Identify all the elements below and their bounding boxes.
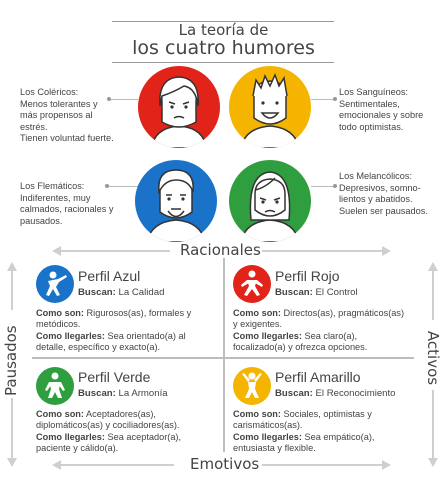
perfil-azul-title: Perfil Azul [78, 268, 141, 284]
bottom-axis-right [262, 464, 382, 466]
title-line-1: La teoría de [178, 21, 269, 39]
perfil-azul-body: Como son: Rigurosos(as), formales y metó… [36, 308, 192, 353]
flematicos-leader-dot [105, 184, 109, 188]
flematicos-description: Los Flemáticos: Indiferentes, muy calmad… [20, 181, 114, 226]
header-rule-top [112, 21, 334, 22]
perfil-rojo-title: Perfil Rojo [275, 268, 340, 284]
sanguineos-leader-dot [333, 97, 337, 101]
sanguineos-leader [311, 99, 335, 100]
perfil-rojo-seek: Buscan: El Control [275, 287, 358, 298]
perfil-rojo-body: Como son: Directos(as), pragmáticos(as) … [233, 308, 405, 353]
sanguineo-portrait-icon [229, 66, 311, 148]
left-axis-top [11, 270, 13, 310]
bottom-axis-left-arrowhead [52, 460, 61, 470]
right-axis-top [432, 270, 434, 320]
axis-label-pausados: Pausados [2, 325, 20, 396]
axis-label-emotivos: Emotivos [190, 455, 260, 473]
quadrant-divider-vertical [223, 258, 225, 452]
right-axis-down-arrowhead [428, 458, 438, 467]
perfil-amarillo-body: Como son: Sociales, optimistas y carismá… [233, 409, 375, 454]
colericos-leader-dot [107, 97, 111, 101]
perfil-rojo-icon [233, 265, 271, 303]
colericos-leader [110, 99, 138, 100]
axis-label-racionales: Racionales [180, 241, 261, 259]
perfil-amarillo-title: Perfil Amarillo [275, 369, 361, 385]
bottom-axis-right-arrowhead [382, 460, 391, 470]
right-axis-bottom [432, 390, 434, 458]
left-axis-down-arrowhead [7, 458, 17, 467]
flematicos-leader [108, 186, 138, 187]
top-axis-right [262, 250, 382, 252]
melancolicos-description: Los Melancólicos: Depresivos, somno- lie… [339, 171, 428, 216]
perfil-verde-title: Perfil Verde [78, 369, 151, 385]
top-axis-right-arrowhead [382, 246, 391, 256]
right-axis-up-arrowhead [428, 262, 438, 271]
sanguineos-description: Los Sanguíneos: Sentimentales, emocional… [339, 87, 424, 132]
perfil-amarillo-icon [233, 367, 271, 405]
flematico-portrait-icon [135, 160, 217, 242]
header-rule-bottom [112, 62, 334, 63]
axis-label-activos: Activos [424, 330, 442, 386]
top-axis-left-arrowhead [52, 246, 61, 256]
perfil-verde-icon [36, 367, 74, 405]
melancolicos-leader-dot [333, 184, 337, 188]
melancolicos-leader [311, 186, 335, 187]
melancolico-portrait-icon [229, 160, 311, 242]
left-axis-up-arrowhead [7, 262, 17, 271]
colerico-portrait-icon [138, 66, 220, 148]
top-axis-left [60, 250, 170, 252]
colericos-description: Los Coléricos: Menos tolerantes y más pr… [20, 87, 114, 144]
title-line-2: los cuatro humores [132, 37, 315, 59]
perfil-azul-seek: Buscan: La Calidad [78, 287, 165, 298]
perfil-verde-body: Como son: Aceptadores(as), diplomáticos(… [36, 409, 182, 454]
perfil-amarillo-seek: Buscan: El Reconocimiento [275, 388, 396, 399]
bottom-axis-left [60, 464, 174, 466]
perfil-azul-icon [36, 265, 74, 303]
left-axis-bottom [11, 398, 13, 458]
quadrant-divider-horizontal [32, 357, 414, 359]
perfil-verde-seek: Buscan: La Armonía [78, 388, 168, 399]
